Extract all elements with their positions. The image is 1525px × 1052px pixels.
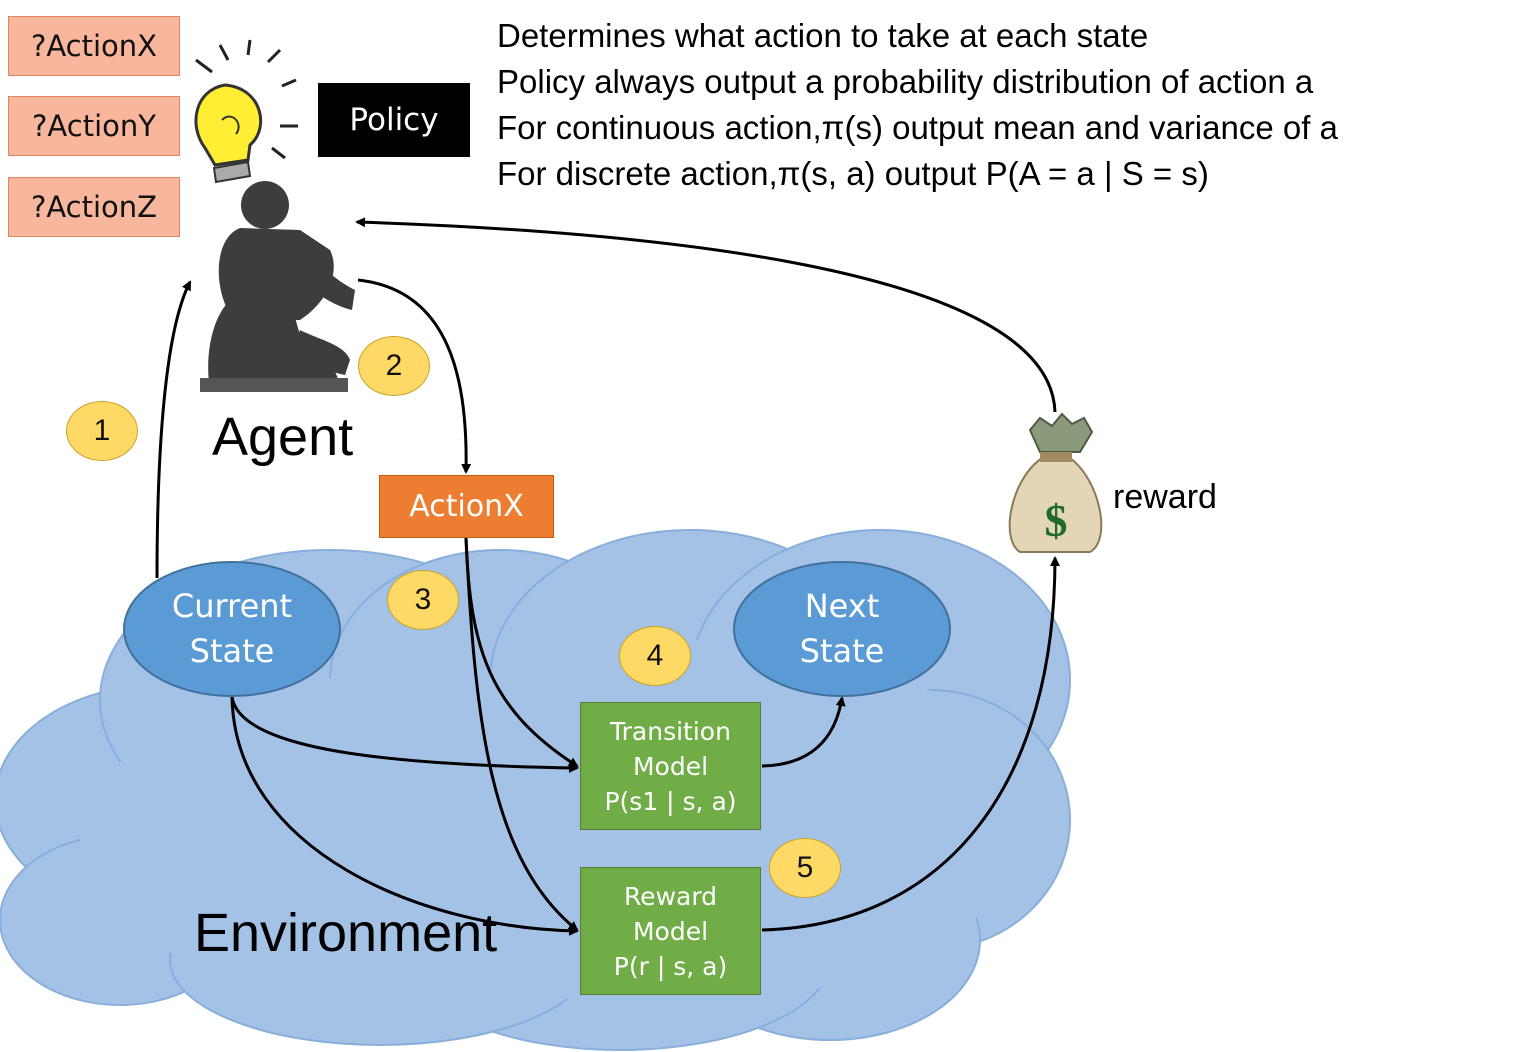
svg-text:$: $	[1045, 495, 1068, 546]
money-bag-icon: $	[1008, 412, 1103, 553]
next-state-line-1: Next	[804, 587, 880, 625]
reward-model-box: Reward Model P(r | s, a)	[580, 867, 761, 995]
selected-action-box: ActionX	[379, 475, 554, 538]
transition-model-box: Transition Model P(s1 | s, a)	[580, 702, 761, 830]
arrow-agent-to-action	[357, 278, 472, 474]
description-line-1: Determines what action to take at each s…	[497, 17, 1149, 54]
action-option-z: ?ActionZ	[8, 177, 180, 237]
transition-model-line-1: Transition	[610, 716, 731, 746]
step-badge-2: 2	[358, 336, 430, 396]
arrow-transition-to-next-state	[761, 696, 846, 768]
description-line-3: For continuous action,π(s) output mean a…	[497, 109, 1338, 146]
action-option-y: ?ActionY	[8, 96, 180, 156]
transition-model-line-3: P(s1 | s, a)	[604, 786, 737, 816]
arrow-state-to-reward-model	[230, 696, 579, 936]
step-badge-1: 1	[66, 401, 138, 461]
current-state-line-1: Current	[171, 587, 293, 625]
reward-label: reward	[1113, 478, 1217, 516]
arrow-action-to-reward-model	[464, 537, 579, 932]
action-option-x: ?ActionX	[8, 16, 180, 76]
reward-model-line-2: Model	[632, 916, 709, 946]
transition-model-line-2: Model	[632, 751, 709, 781]
next-state-label: Next State	[734, 584, 950, 674]
arrow-reward-model-to-reward	[761, 556, 1060, 932]
step-badge-4: 4	[619, 626, 691, 686]
step-badge-3: 3	[387, 570, 459, 630]
current-state-label: Current State	[124, 584, 340, 674]
arrow-state-to-transition	[230, 696, 579, 773]
step-badge-5: 5	[769, 838, 841, 898]
policy-box: Policy	[318, 83, 470, 157]
reward-model-line-1: Reward	[623, 881, 718, 911]
environment-label: Environment	[194, 903, 498, 963]
next-state-node	[733, 561, 951, 697]
next-state-line-2: State	[799, 632, 885, 670]
reward-model-line-3: P(r | s, a)	[613, 951, 728, 981]
arrow-reward-to-agent	[355, 217, 1057, 413]
description-line-4: For discrete action,π(s, a) output P(A =…	[497, 155, 1209, 192]
arrow-state-to-agent	[155, 280, 192, 579]
current-state-node	[123, 561, 341, 697]
description-line-2: Policy always output a probability distr…	[497, 63, 1314, 100]
lightbulb-icon	[194, 39, 298, 184]
thinker-statue-icon	[200, 181, 355, 392]
agent-label: Agent	[212, 407, 354, 467]
current-state-line-2: State	[189, 632, 275, 670]
